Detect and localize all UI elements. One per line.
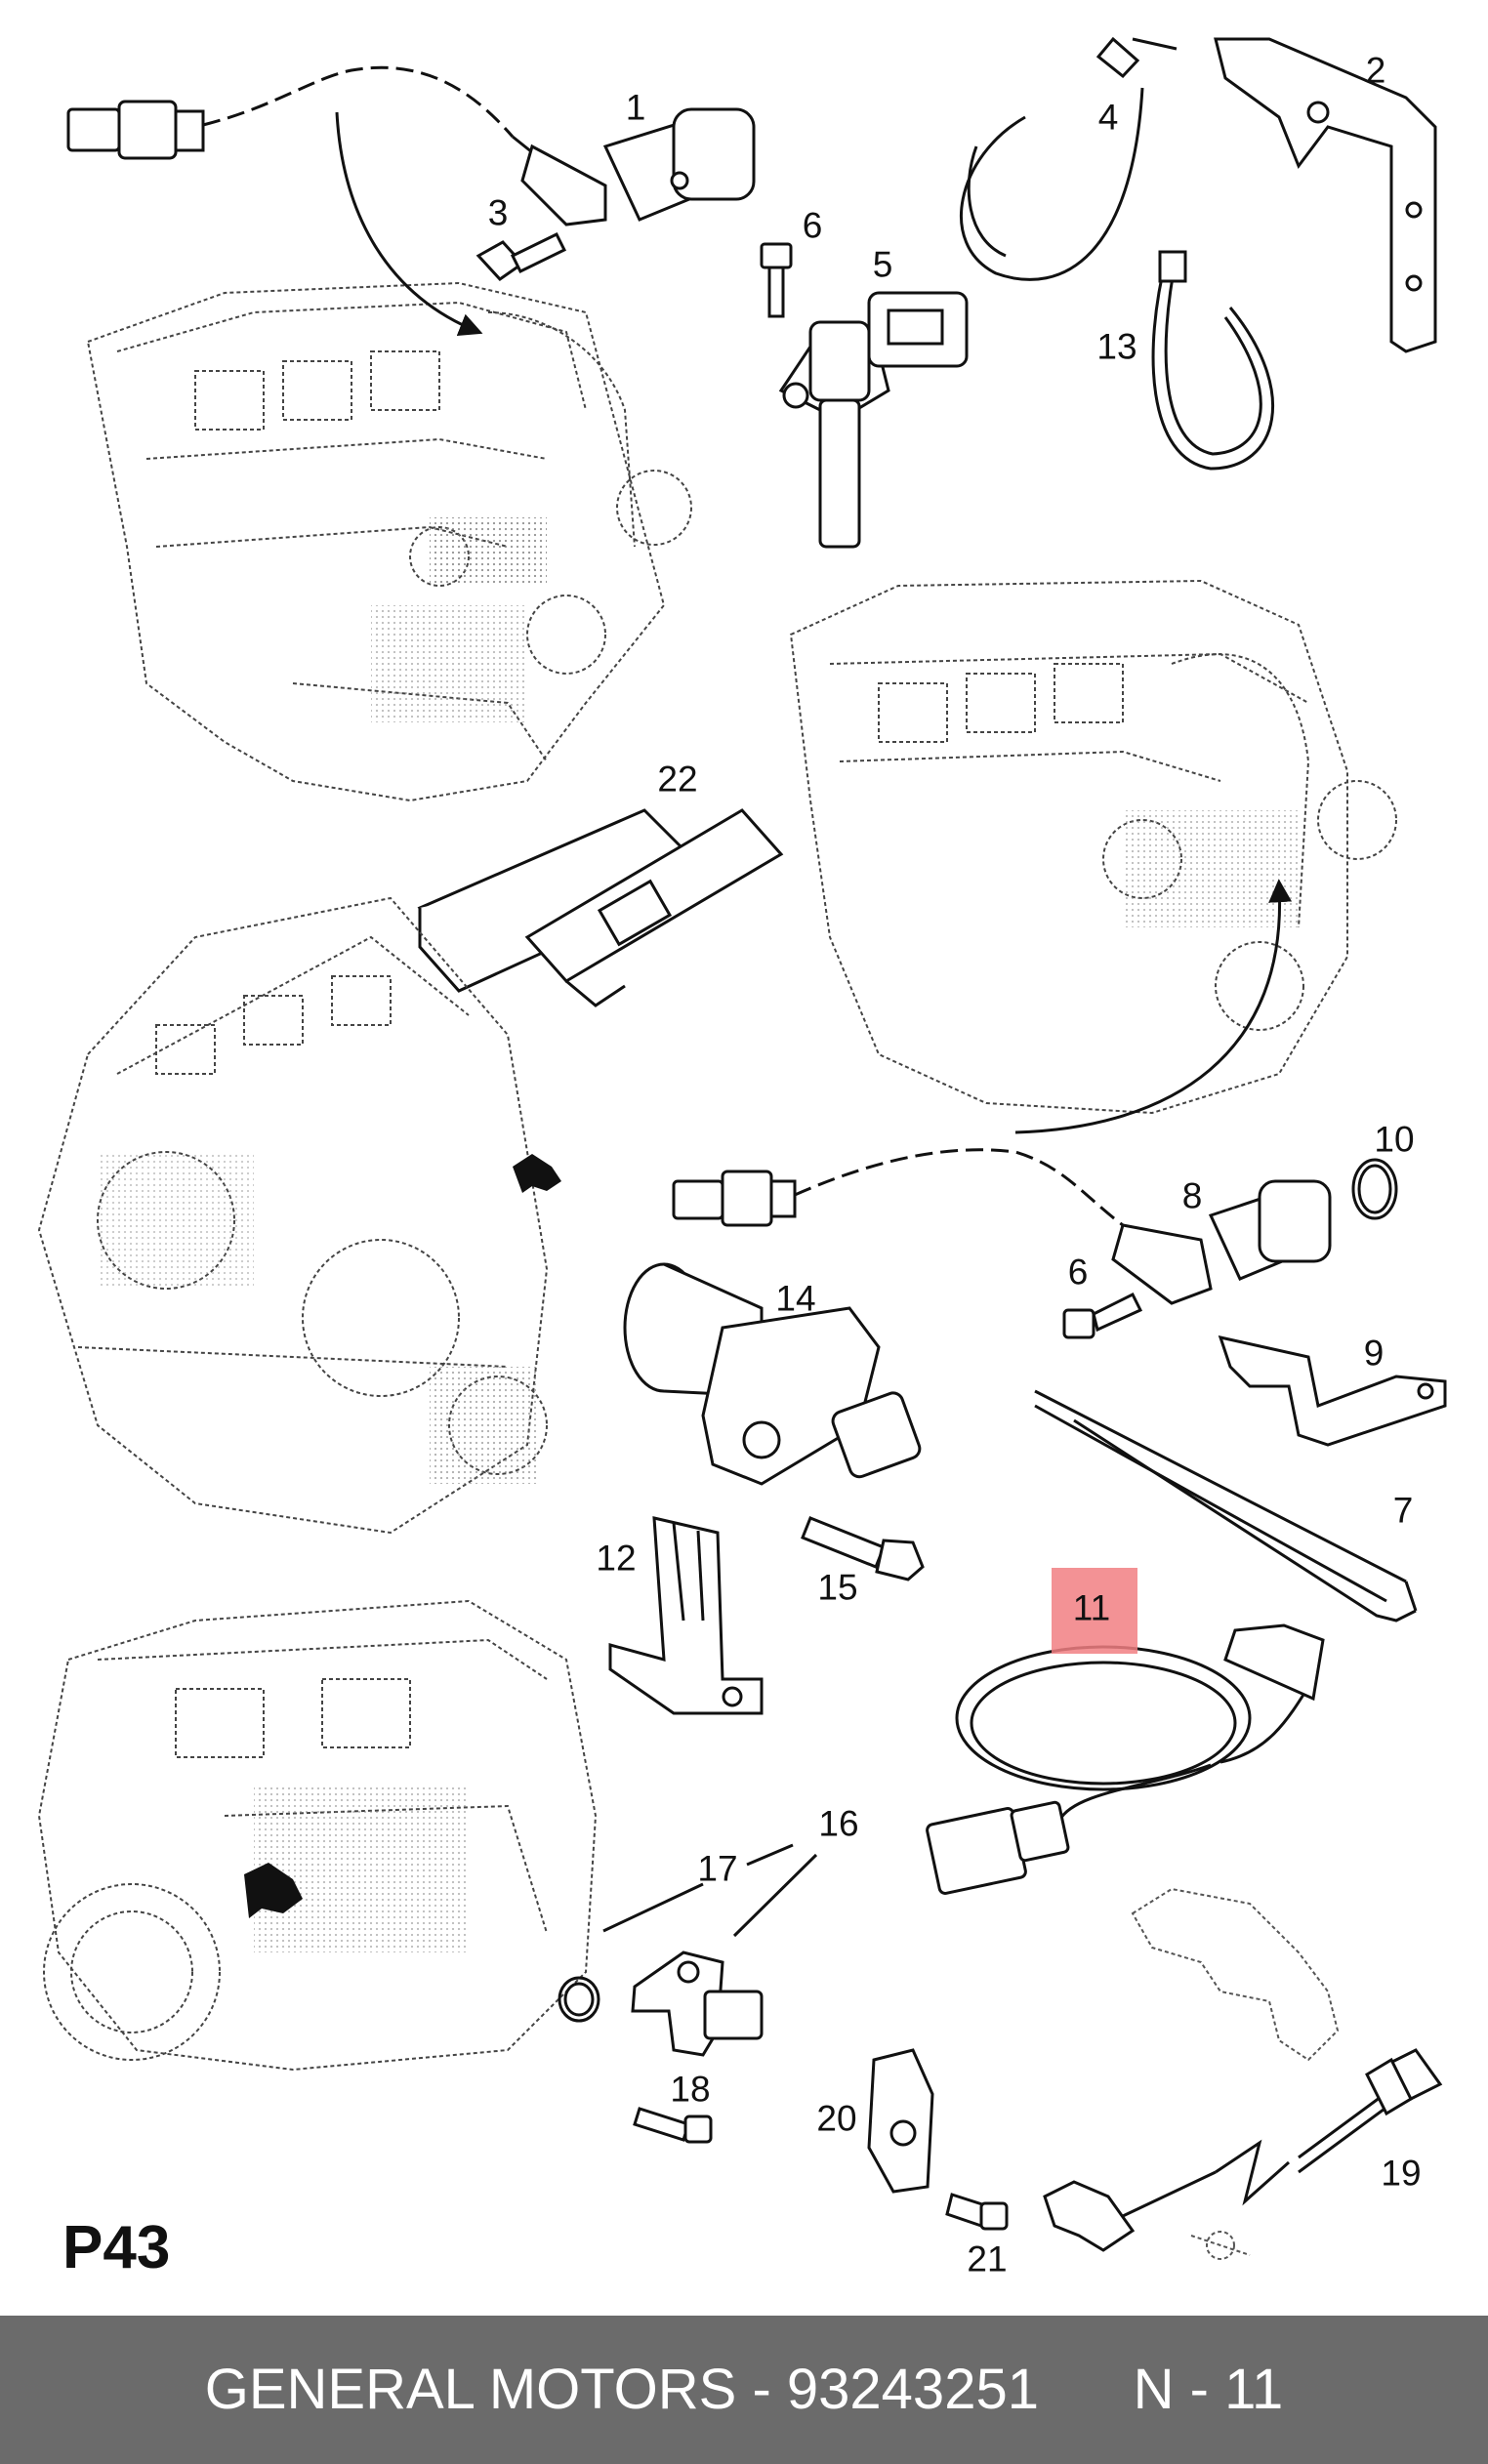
bracket-9-drawing	[1218, 1335, 1447, 1447]
exploded-view-drawing	[37, 36, 1447, 2260]
callout-label-6-top[interactable]: 6	[802, 205, 823, 246]
screw-6-top-drawing	[760, 242, 793, 318]
callout-label-20[interactable]: 20	[816, 2098, 857, 2139]
sensor-1-drawing	[66, 65, 756, 226]
callout-label-14[interactable]: 14	[775, 1278, 816, 1319]
callout-label-5[interactable]: 5	[872, 244, 893, 285]
engine-left-shading	[98, 1152, 254, 1289]
engine-detail-bottom-right	[1131, 1887, 1340, 2260]
engine-illustration-top-left	[86, 281, 692, 802]
callout-label-9[interactable]: 9	[1363, 1333, 1385, 1374]
clip-20-drawing	[867, 2048, 934, 2194]
strip-7-drawing	[1034, 1389, 1418, 1622]
sealant-22-drawing	[417, 808, 784, 1007]
callout-label-3[interactable]: 3	[487, 192, 509, 233]
bracket-12-drawing	[608, 1516, 764, 1715]
callout-label-15[interactable]: 15	[817, 1567, 858, 1608]
callout-label-1[interactable]: 1	[625, 87, 646, 128]
o-ring-10-drawing	[1351, 1158, 1398, 1220]
callout-label-10[interactable]: 10	[1374, 1119, 1415, 1160]
callout-label-12[interactable]: 12	[596, 1538, 637, 1579]
engine-illustration-bottom-left	[37, 1599, 598, 2072]
sensor-location-marker-left-middle	[513, 1154, 561, 1193]
callout-label-18[interactable]: 18	[670, 2069, 711, 2110]
cable-strap-13-drawing	[1151, 250, 1274, 471]
highlight-box-part-11	[1052, 1568, 1137, 1654]
bolt-15-drawing	[801, 1516, 925, 1581]
footer-brand: GENERAL MOTORS	[204, 2358, 737, 2421]
install-arrow-top	[335, 111, 483, 336]
callout-label-13[interactable]: 13	[1096, 326, 1137, 367]
callout-label-7[interactable]: 7	[1392, 1490, 1414, 1531]
cable-tie-4-drawing	[960, 36, 1178, 281]
sensor-location-marker-bottom-left	[244, 1863, 303, 1918]
footer-gap	[1039, 2361, 1134, 2418]
bracket-2-drawing	[1214, 37, 1437, 353]
sensor-16-drawing	[631, 1951, 764, 2057]
sensor-19-drawing	[1043, 2048, 1443, 2252]
bolt-18-drawing	[633, 2107, 713, 2144]
engine-illustration-right-middle	[789, 579, 1397, 1115]
callout-label-4[interactable]: 4	[1097, 97, 1119, 138]
callout-label-19[interactable]: 19	[1381, 2153, 1422, 2194]
engine-right-shading	[1123, 810, 1299, 927]
seal-17-drawing	[558, 1843, 818, 2023]
engine-left-flywheel-shading	[430, 1367, 537, 1484]
callout-label-21[interactable]: 21	[967, 2238, 1008, 2279]
footer-bar: GENERAL MOTORS - 93243251 N - 11	[0, 2316, 1488, 2464]
sensor-5-drawing	[778, 291, 969, 549]
callout-label-11[interactable]: 11	[1072, 1587, 1111, 1628]
footer-separator: -	[736, 2358, 787, 2421]
callout-label-8[interactable]: 8	[1181, 1175, 1203, 1216]
callout-label-16[interactable]: 16	[818, 1803, 859, 1844]
callout-label-22[interactable]: 22	[657, 759, 698, 800]
sensor-8-drawing	[672, 1148, 1332, 1305]
footer-position-code: N - 11	[1133, 2358, 1284, 2421]
screw-21-drawing	[945, 2193, 1009, 2231]
engine-bottom-shading	[254, 1786, 469, 1952]
sensor-14-drawing	[623, 1262, 922, 1486]
sensor-11-drawing	[926, 1623, 1325, 1895]
install-arrow-right	[1014, 879, 1293, 1134]
bolt-3-drawing	[475, 231, 567, 281]
engine-block-shading	[371, 605, 527, 722]
page-code: P43	[62, 2214, 171, 2281]
callout-label-6-lower[interactable]: 6	[1067, 1252, 1089, 1293]
footer-part-number: 93243251	[786, 2358, 1039, 2421]
timing-cover-shading	[430, 517, 547, 586]
callout-label-17[interactable]: 17	[697, 1848, 738, 1889]
screw-6-lower-drawing	[1062, 1292, 1143, 1339]
callout-label-2[interactable]: 2	[1365, 50, 1386, 91]
